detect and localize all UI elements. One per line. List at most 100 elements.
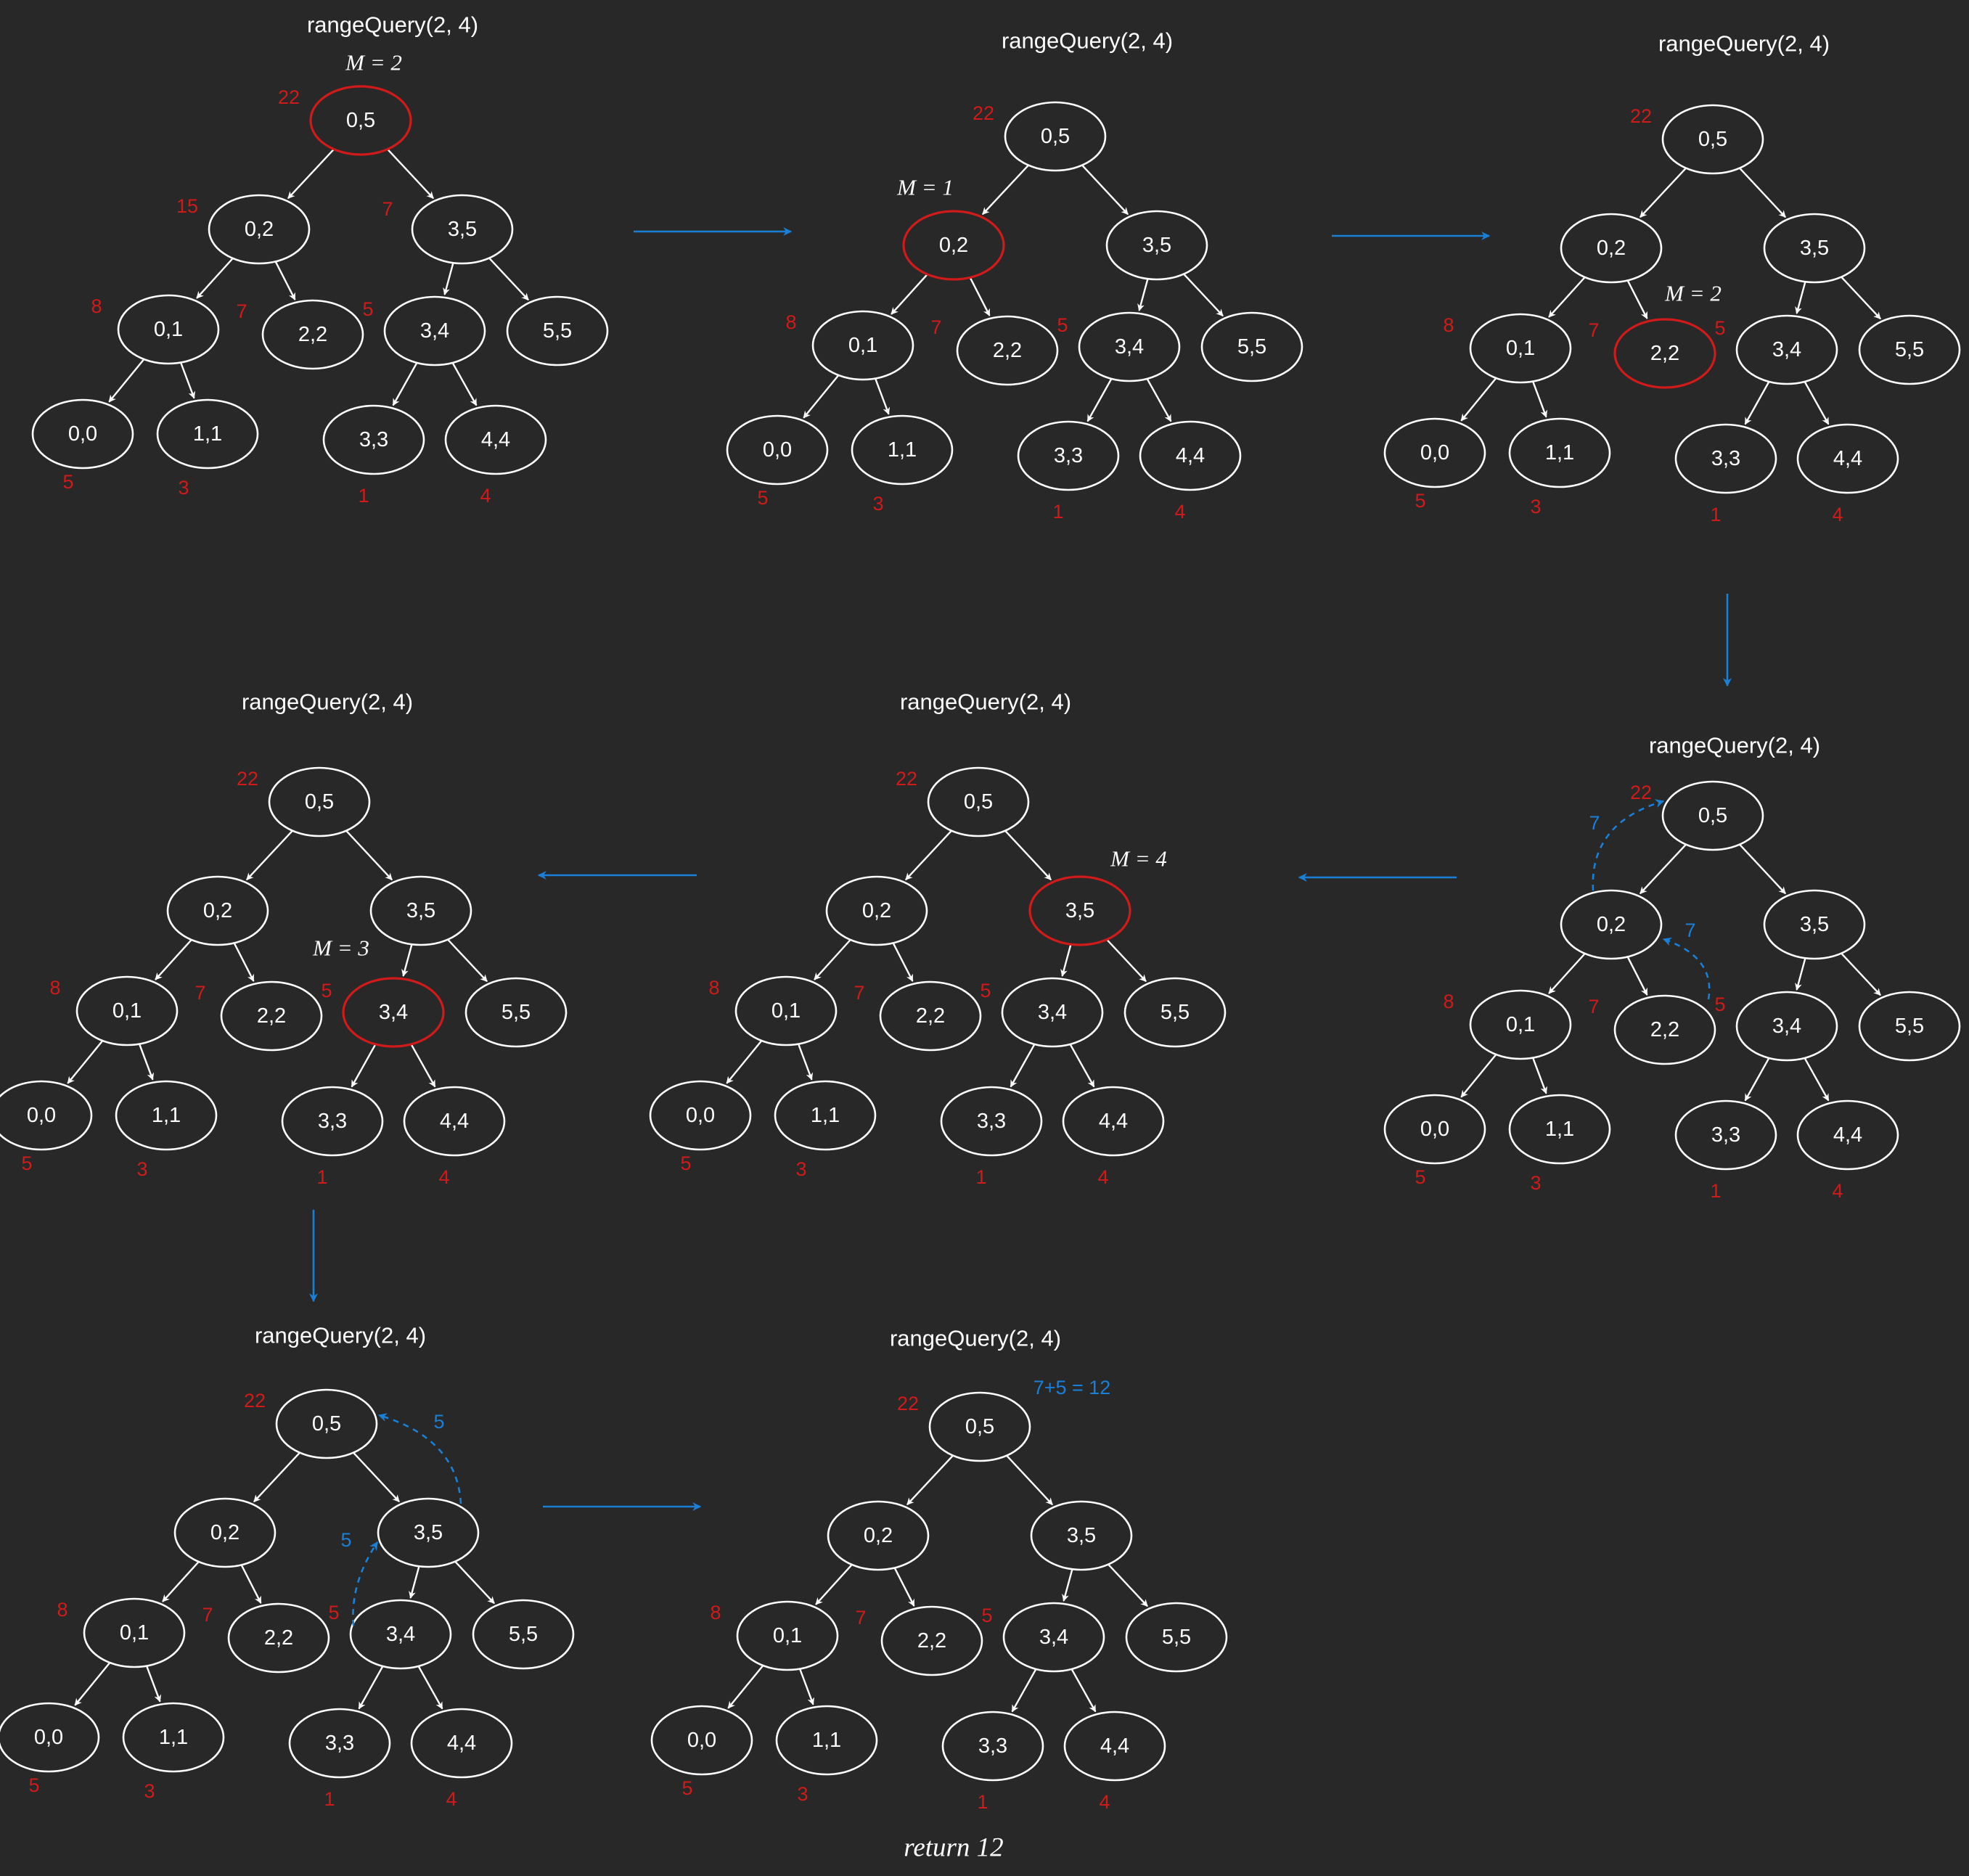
tree-node-3-3 <box>941 1711 1044 1782</box>
node-sum-label: 5 <box>1415 1166 1425 1188</box>
node-range-label: 3,3 <box>359 428 388 451</box>
node-sum-label: 4 <box>438 1166 449 1188</box>
tree-node-0-1 <box>734 975 838 1046</box>
tree-edge <box>108 359 145 403</box>
tree-edge <box>447 938 488 983</box>
tree-node-0-2 <box>173 1497 277 1568</box>
node-sum-label: 8 <box>708 977 719 999</box>
node-sum-label: 8 <box>1443 314 1454 336</box>
node-range-label: 4,4 <box>1099 1110 1128 1133</box>
tree-node-4-4 <box>403 1086 506 1157</box>
node-sum-label: 5 <box>980 980 991 1002</box>
tree-edge <box>1548 277 1586 318</box>
tree-edge <box>1804 381 1830 425</box>
tree-edge <box>488 257 529 301</box>
node-range-label: 3,3 <box>977 1110 1006 1133</box>
node-sum-label: 1 <box>975 1166 986 1188</box>
node-range-label: 3,5 <box>1142 234 1171 257</box>
node-range-label: 3,4 <box>379 1001 408 1024</box>
node-sum-label: 22 <box>244 1390 266 1412</box>
tree-node-5-5 <box>464 977 568 1048</box>
node-sum-label: 7 <box>202 1604 213 1626</box>
tree-node-3-5 <box>1105 210 1208 281</box>
tree-node-1-1 <box>775 1705 878 1776</box>
node-sum-label: 7 <box>382 198 393 220</box>
tree-node-5-5 <box>1125 1602 1228 1673</box>
node-range-label: 4,4 <box>1176 444 1205 467</box>
node-range-label: 0,0 <box>68 422 97 446</box>
node-sum-label: 3 <box>178 477 189 499</box>
tree-node-0-2 <box>827 1500 930 1571</box>
node-range-label: 1,1 <box>159 1726 188 1749</box>
node-sum-label: 4 <box>1832 1180 1843 1202</box>
node-sum-label: 22 <box>278 86 300 108</box>
current-node-2-2 <box>1613 318 1716 389</box>
node-range-label: 3,3 <box>318 1110 347 1133</box>
tree-edge <box>893 1567 915 1607</box>
node-range-label: 4,4 <box>1833 447 1862 470</box>
node-sum-label: 4 <box>446 1788 457 1810</box>
return-arrow <box>1592 799 1665 891</box>
tree-edge <box>1062 1568 1073 1602</box>
tree-node-4-4 <box>444 404 547 475</box>
tree-node-3-3 <box>1674 423 1777 494</box>
node-range-label: 2,2 <box>264 1626 293 1650</box>
tree-node-0-0 <box>0 1702 100 1773</box>
node-sum-label: 5 <box>681 1777 692 1799</box>
m-label: M = 2 <box>1664 281 1722 306</box>
tree-edge <box>233 942 255 982</box>
tree-edge <box>1841 276 1881 320</box>
tree-node-0-0 <box>31 398 134 470</box>
node-range-label: 0,5 <box>346 109 375 132</box>
sum-result-label: 7+5 = 12 <box>1033 1377 1111 1398</box>
node-range-label: 3,4 <box>1115 335 1144 359</box>
node-range-label: 3,4 <box>420 319 449 343</box>
tree-node-0-1 <box>1469 989 1572 1060</box>
tree-edge <box>67 1040 104 1084</box>
node-range-label: 0,1 <box>848 334 877 357</box>
node-sum-label: 4 <box>480 485 491 507</box>
tree-node-4-4 <box>1063 1711 1166 1782</box>
node-sum-label: 8 <box>710 1602 721 1623</box>
tree-node-2-2 <box>227 1602 330 1674</box>
node-range-label: 0,0 <box>1420 441 1449 464</box>
tree-edge <box>1531 1057 1548 1094</box>
tree-node-1-1 <box>156 398 259 470</box>
tree-node-2-2 <box>880 1605 983 1676</box>
tree-edge <box>1804 1057 1830 1102</box>
node-range-label: 5,5 <box>1895 1015 1924 1038</box>
tree-node-0-2 <box>166 875 269 946</box>
tree-edge <box>274 261 296 300</box>
tree-node-2-2 <box>261 299 364 370</box>
node-range-label: 0,0 <box>686 1104 715 1127</box>
node-sum-label: 7 <box>195 982 205 1004</box>
panel-title: rangeQuery(2, 4) <box>307 12 478 38</box>
tree-edge <box>1639 167 1687 218</box>
node-range-label: 5,5 <box>1162 1626 1191 1649</box>
node-range-label: 3,3 <box>1711 1123 1740 1147</box>
node-sum-label: 7 <box>1588 319 1599 341</box>
tree-node-0-1 <box>117 294 220 365</box>
tree-edge <box>1004 830 1052 881</box>
node-sum-label: 8 <box>49 977 60 999</box>
node-range-label: 2,2 <box>1650 342 1679 365</box>
tree-node-1-1 <box>1508 417 1611 488</box>
tree-edge <box>1146 378 1172 422</box>
node-range-label: 0,0 <box>763 438 792 462</box>
node-sum-label: 3 <box>795 1158 806 1180</box>
tree-node-5-5 <box>1858 991 1961 1062</box>
node-sum-label: 3 <box>797 1783 808 1805</box>
panel-title: rangeQuery(2, 4) <box>1658 31 1830 57</box>
tree-node-0-0 <box>649 1080 752 1151</box>
tree-node-0-5 <box>275 1388 378 1459</box>
tree-edge <box>245 830 293 881</box>
node-range-label: 0,5 <box>312 1412 341 1435</box>
panel-title: rangeQuery(2, 4) <box>1649 733 1820 758</box>
node-sum-label: 7 <box>236 300 247 322</box>
tree-node-1-1 <box>774 1080 877 1151</box>
tree-node-1-1 <box>115 1080 218 1151</box>
node-range-label: 0,0 <box>687 1729 716 1752</box>
tree-edge <box>727 1665 764 1709</box>
tree-node-3-4 <box>1002 1602 1105 1673</box>
